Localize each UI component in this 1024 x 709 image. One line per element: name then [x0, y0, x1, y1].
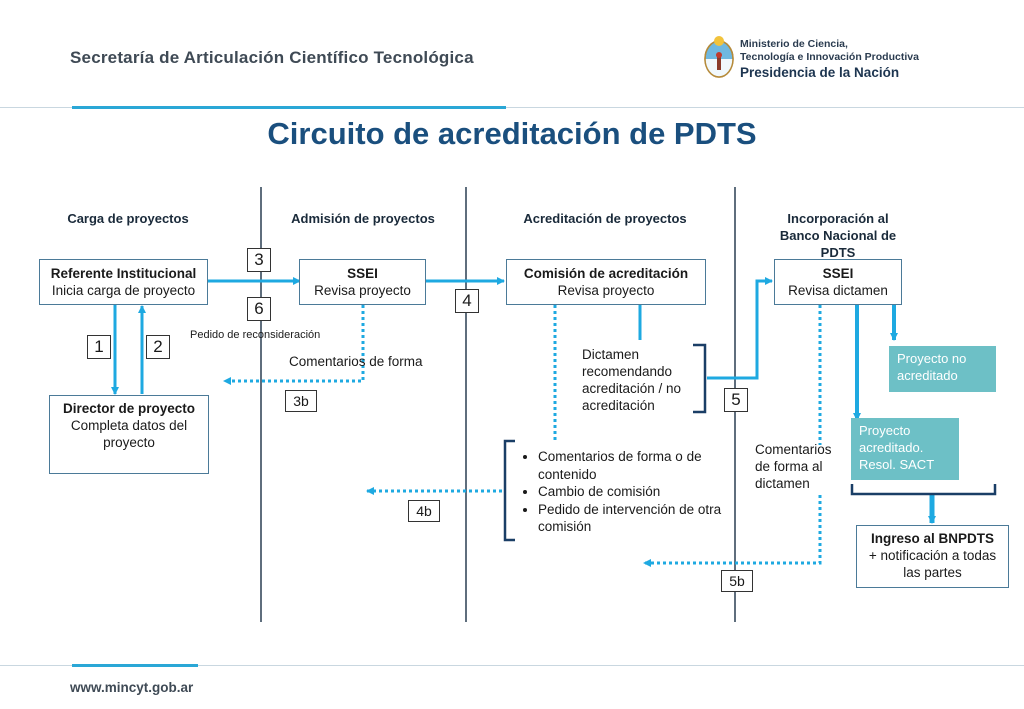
dotted-arrow-3b — [223, 305, 365, 385]
step-6-badge: 6 — [247, 297, 271, 321]
box-proyecto-no-acreditado: Proyecto no acreditado — [889, 346, 996, 392]
step-5b-badge: 5b — [721, 570, 753, 592]
ssei2-title: SSEI — [822, 266, 854, 281]
step-4-badge: 4 — [455, 289, 479, 313]
logo-line-3: Presidencia de la Nación — [740, 65, 900, 80]
box-referente-institucional: Referente Institucional Inicia carga de … — [39, 259, 208, 305]
list-item: Cambio de comisión — [538, 483, 723, 501]
list-item: Comentarios de forma o de contenido — [538, 448, 723, 483]
logo-line-1: Ministerio de Ciencia, — [740, 38, 848, 50]
note-comentarios-dictamen: Comentarios de forma al dictamen — [755, 442, 832, 491]
ssei1-title: SSEI — [347, 266, 378, 281]
header-title: Secretaría de Articulación Científico Te… — [70, 48, 474, 67]
bullet-list-observaciones: Comentarios de forma o de contenido Camb… — [520, 448, 723, 536]
header-divider — [0, 107, 1024, 108]
bracket-dictamen — [693, 343, 707, 414]
page-title: Circuito de acreditación de PDTS — [267, 116, 757, 151]
step-2-badge: 2 — [146, 335, 170, 359]
referente-title: Referente Institucional — [50, 266, 197, 281]
footer-divider — [0, 665, 1024, 666]
director-text: Completa datos del proyecto — [70, 418, 188, 450]
step-3-badge: 3 — [247, 248, 271, 272]
box-ssei-revisa-dictamen: SSEI Revisa dictamen — [774, 259, 902, 305]
list-item: Pedido de intervención de otra comisión — [538, 501, 723, 536]
header-accent-line — [72, 106, 506, 109]
ssei1-text: Revisa proyecto — [314, 283, 411, 298]
comision-text: Revisa proyecto — [557, 283, 655, 298]
lane-header-acreditacion: Acreditación de proyectos — [523, 211, 687, 226]
step-5-badge: 5 — [724, 388, 748, 412]
director-title: Director de proyecto — [62, 401, 196, 416]
ssei2-text: Revisa dictamen — [788, 283, 888, 298]
box-ingreso-bnpdts: Ingreso al BNPDTS + notificación a todas… — [856, 525, 1009, 588]
step-1-badge: 1 — [87, 335, 111, 359]
lane-header-admision: Admisión de proyectos — [291, 211, 435, 226]
step-4b-badge: 4b — [408, 500, 440, 522]
footer-url[interactable]: www.mincyt.gob.ar — [70, 680, 194, 695]
ingreso-text: + notificación a todas las partes — [868, 548, 997, 580]
ingreso-title: Ingreso al BNPDTS — [870, 531, 995, 546]
note-comentarios-forma: Comentarios de forma — [289, 354, 423, 369]
lane-header-carga: Carga de proyectos — [67, 211, 189, 226]
argentina-shield-icon — [704, 36, 734, 78]
ministry-logo-text: Ministerio de Ciencia, Tecnología e Inno… — [740, 38, 919, 81]
dotted-arrow-5b-return — [643, 495, 822, 567]
box-comision-acreditacion: Comisión de acreditación Revisa proyecto — [506, 259, 706, 305]
box-proyecto-acreditado: Proyecto acreditado. Resol. SACT — [851, 418, 959, 480]
footer-accent-line — [72, 664, 198, 667]
note-dictamen: Dictamen recomendando acreditación / no … — [582, 347, 682, 413]
comision-title: Comisión de acreditación — [523, 266, 689, 281]
box-director-proyecto: Director de proyecto Completa datos del … — [49, 395, 209, 474]
bracket-bullets — [503, 439, 515, 542]
bracket-results — [850, 484, 997, 496]
lane-header-incorporacion: Incorporación al Banco Nacional de PDTS — [779, 211, 897, 260]
logo-line-2: Tecnología e Innovación Productiva — [740, 51, 919, 63]
referente-text: Inicia carga de proyecto — [51, 283, 196, 298]
note-pedido-reconsideracion: Pedido de reconsideración — [190, 329, 321, 341]
step-3b-badge: 3b — [285, 390, 317, 412]
box-ssei-revisa-proyecto: SSEI Revisa proyecto — [299, 259, 426, 305]
arrow-dictamen-to-ssei2 — [707, 277, 773, 380]
